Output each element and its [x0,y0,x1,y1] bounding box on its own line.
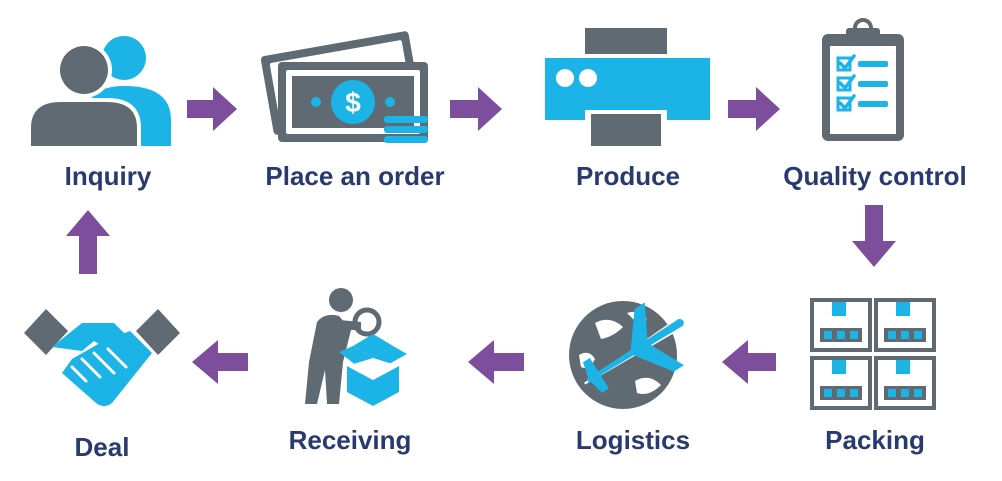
step-label-receiving: Receiving [288,425,412,455]
users-icon [27,36,171,146]
arrow-inquiry-to-order [187,87,237,131]
step-label-deal: Deal [74,432,130,462]
arrow-order-to-produce [450,87,502,131]
printer-icon [545,28,710,146]
globe-plane-icon [569,301,687,409]
boxes-icon [810,298,936,410]
step-label-logistics: Logistics [575,425,691,455]
arrow-packing-to-logistics [722,340,776,384]
step-label-produce: Produce [575,161,681,191]
arrow-produce-to-qc [728,87,780,131]
step-label-inquiry: Inquiry [64,161,152,191]
arrow-logistics-to-receiving [468,340,524,384]
step-label-place-an-order: Place an order [265,161,445,191]
step-label-packing: Packing [825,425,925,455]
svg-text:$: $ [345,87,361,118]
arrow-receiving-to-deal [192,340,248,384]
money-icon: $ [260,31,428,143]
arrow-qc-to-packing [852,205,896,267]
step-label-quality-control: Quality control [783,161,967,191]
handshake-icon [24,309,180,406]
arrow-deal-to-inquiry [66,210,110,274]
person-inspecting-box-icon [305,288,407,406]
clipboard-checklist-icon [822,18,904,141]
